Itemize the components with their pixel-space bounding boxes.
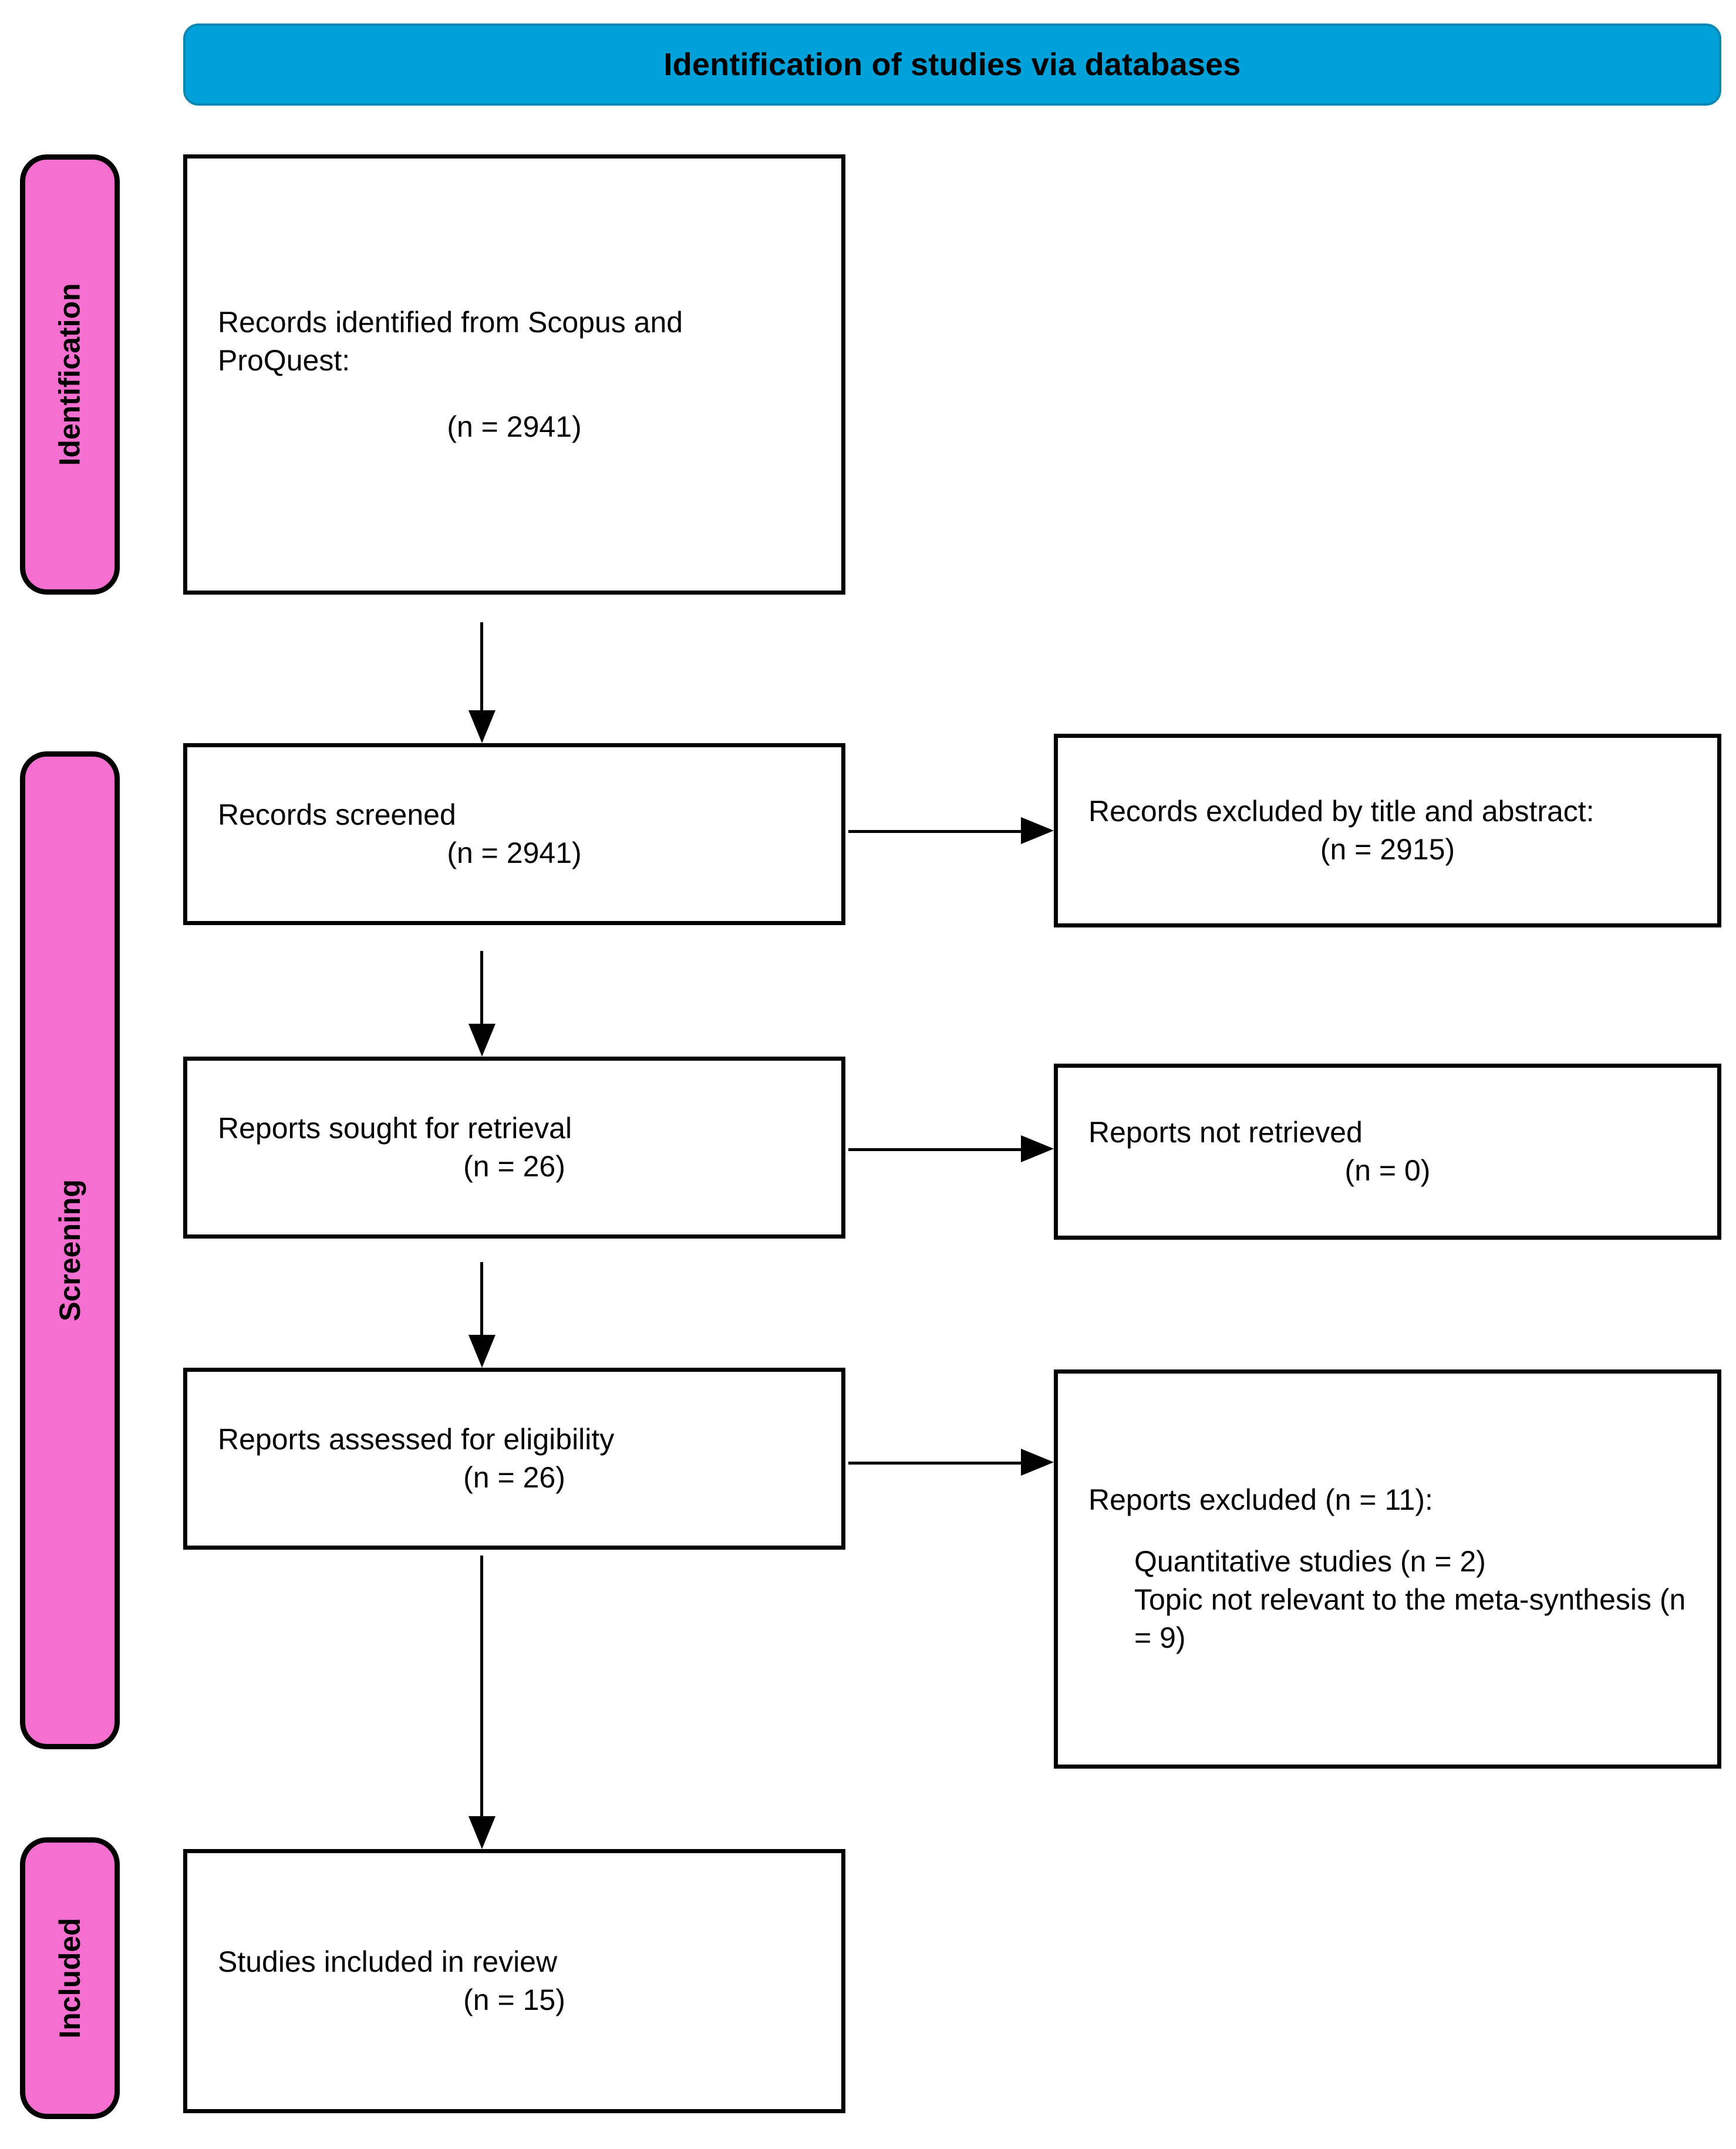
arrow-head-right-icon [1021,1135,1054,1162]
arrow-shaft [480,951,483,1024]
stage-label-screening: Screening [20,751,120,1749]
box-records-screened: Records screened (n = 2941) [183,743,845,925]
box-reports-sought-count: (n = 26) [463,1150,565,1183]
box-studies-included: Studies included in review (n = 15) [183,1849,845,2113]
box-reports-not-retrieved-label: Reports not retrieved [1088,1116,1363,1149]
arrow-head-down-icon [468,1335,495,1368]
box-studies-included-label: Studies included in review [218,1945,558,1978]
stage-label-included-text: Included [53,1918,87,2039]
arrow-head-right-icon [1021,817,1054,844]
box-records-identified-body: Records identified from Scopus and ProQu… [187,303,841,446]
box-records-excluded-title-abstract-label: Records excluded by title and abstract: [1088,795,1595,828]
box-reports-excluded: Reports excluded (n = 11): Quantitative … [1054,1369,1721,1769]
box-reports-assessed: Reports assessed for eligibility (n = 26… [183,1368,845,1550]
box-studies-included-body: Studies included in review (n = 15) [187,1943,841,2019]
arrow-head-right-icon [1021,1449,1054,1476]
box-reports-excluded-body: Reports excluded (n = 11): Quantitative … [1058,1481,1717,1657]
arrow-head-down-icon [468,1024,495,1057]
box-records-identified-count: (n = 2941) [447,410,582,443]
box-studies-included-count: (n = 15) [463,1983,565,2016]
box-records-identified-label: Records identified from Scopus and ProQu… [218,305,683,377]
stage-label-identification-text: Identification [53,283,87,466]
arrow-right-assessed-to-excluded [848,1445,1054,1480]
stage-label-screening-text: Screening [53,1179,86,1321]
box-records-screened-body: Records screened (n = 2941) [187,796,841,872]
box-records-excluded-title-abstract-body: Records excluded by title and abstract: … [1058,792,1717,869]
box-reports-not-retrieved-count: (n = 0) [1344,1154,1431,1187]
box-records-screened-count: (n = 2941) [447,836,582,869]
box-records-excluded-title-abstract: Records excluded by title and abstract: … [1054,734,1721,927]
box-records-screened-label: Records screened [218,798,456,831]
arrow-shaft [848,1148,1021,1151]
arrow-shaft [480,622,483,710]
box-records-identified: Records identified from Scopus and ProQu… [183,154,845,595]
box-reports-sought: Reports sought for retrieval (n = 26) [183,1057,845,1239]
box-reports-excluded-reasons: Quantitative studies (n = 2) Topic not r… [1134,1545,1686,1654]
box-reports-assessed-count: (n = 26) [463,1461,565,1494]
box-reports-sought-label: Reports sought for retrieval [218,1112,572,1145]
box-reports-not-retrieved: Reports not retrieved (n = 0) [1054,1064,1721,1240]
arrow-down-assessed-to-included [464,1556,499,1849]
arrow-shaft [848,1462,1021,1465]
arrow-right-screened-to-excluded [848,814,1054,849]
box-reports-sought-body: Reports sought for retrieval (n = 26) [187,1109,841,1186]
diagram-title-banner: Identification of studies via databases [183,23,1721,106]
arrow-down-sought-to-assessed [464,1262,499,1368]
arrow-shaft [848,830,1021,833]
stage-label-included: Included [20,1837,120,2119]
arrow-down-screened-to-sought [464,951,499,1057]
arrow-shaft [480,1262,483,1335]
box-records-excluded-title-abstract-count: (n = 2915) [1320,833,1455,866]
arrow-head-down-icon [468,710,495,743]
box-reports-not-retrieved-body: Reports not retrieved (n = 0) [1058,1114,1717,1190]
arrow-head-down-icon [468,1816,495,1849]
box-reports-assessed-label: Reports assessed for eligibility [218,1423,615,1456]
box-reports-excluded-label: Reports excluded (n = 11): [1088,1483,1433,1516]
stage-label-identification: Identification [20,154,120,595]
arrow-shaft [480,1556,483,1816]
box-reports-assessed-body: Reports assessed for eligibility (n = 26… [187,1421,841,1497]
diagram-title: Identification of studies via databases [663,47,1241,82]
arrow-right-sought-to-not-retrieved [848,1132,1054,1167]
arrow-down-identified-to-screened [464,622,499,743]
